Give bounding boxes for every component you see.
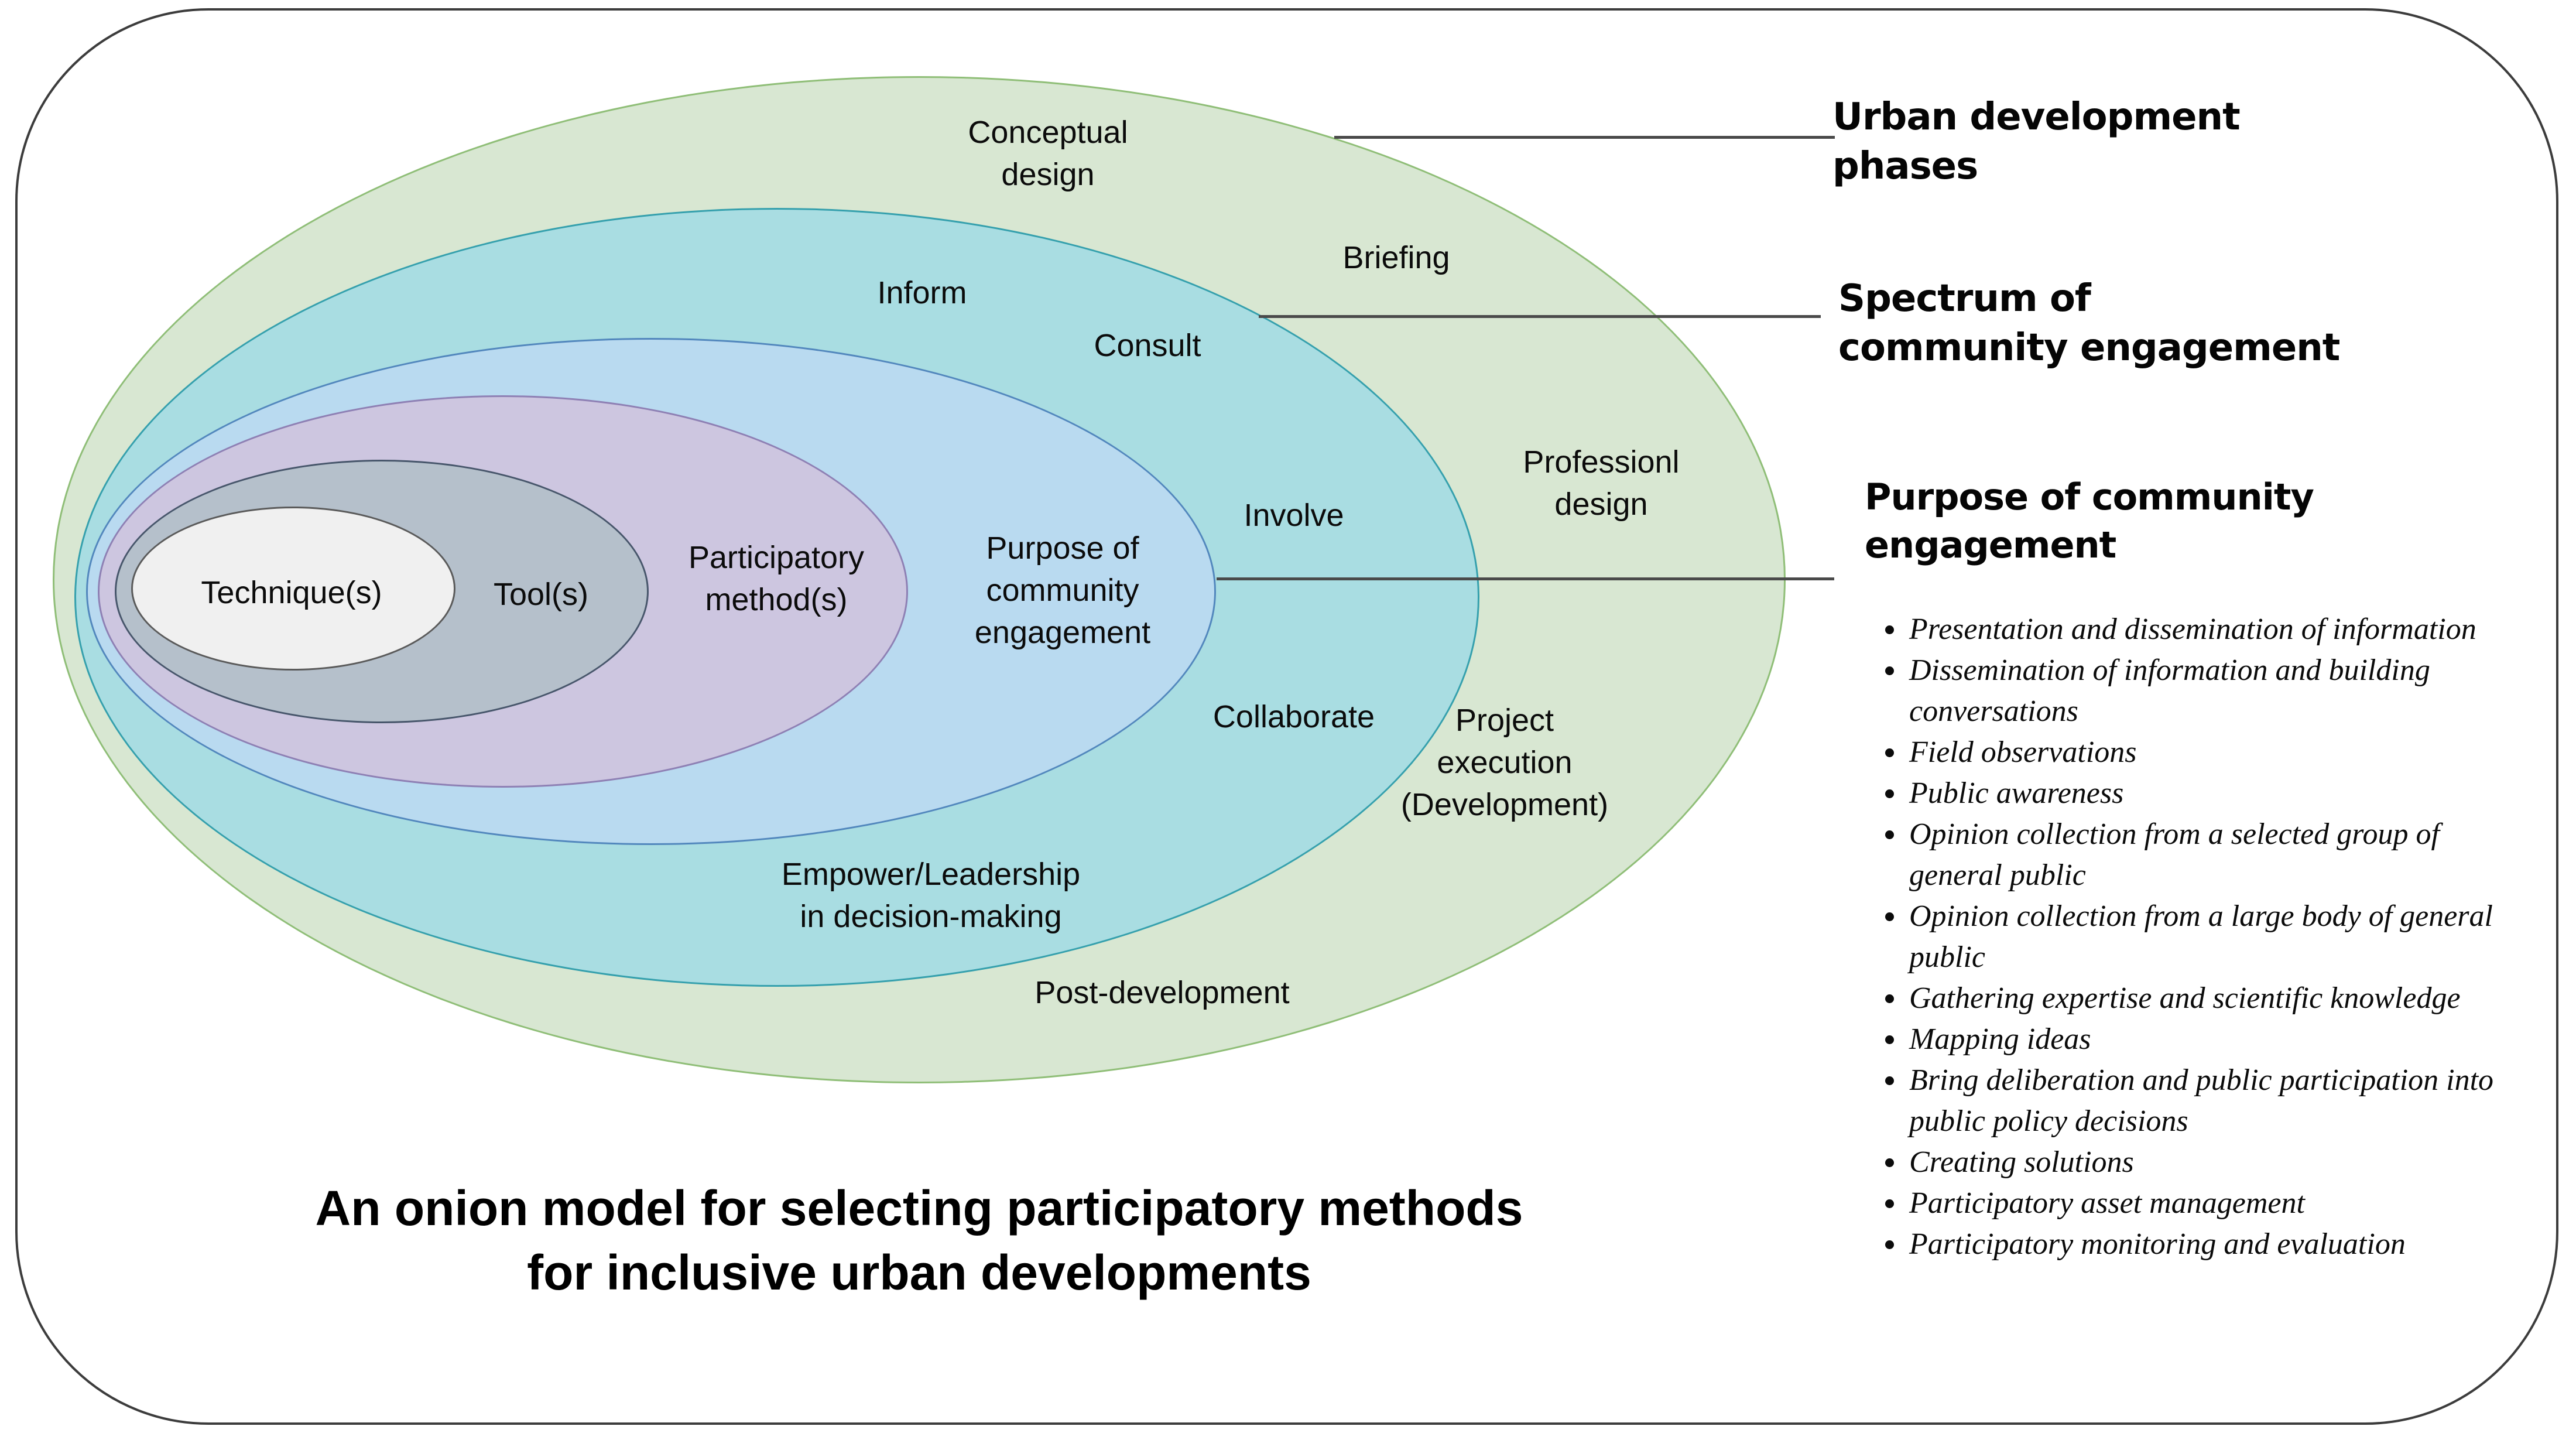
label-inform: Inform (877, 275, 967, 310)
label-purpose-of-community-engagement: Purpose of community engagement (974, 531, 1151, 650)
label-participatory-methods: Participatory method(s) (688, 540, 865, 617)
label-conceptual-design: Conceptual design (968, 115, 1128, 192)
label-post-development: Post-development (1034, 975, 1290, 1010)
label-empower-leadership: Empower/Leadership in decision-making (781, 857, 1081, 934)
purpose-list-item: Bring deliberation and public participat… (1907, 1060, 2506, 1142)
purpose-list-item: Participatory monitoring and evaluation (1907, 1224, 2506, 1265)
purpose-list-item: Creating solutions (1907, 1142, 2506, 1183)
callout-purpose-of-community-engagement-heading: Purpose of community engagement (1865, 476, 2314, 566)
purpose-list-item: Participatory asset management (1907, 1183, 2506, 1224)
connector-purpose-of-community-engagement (1217, 577, 1834, 580)
label-consult: Consult (1094, 328, 1201, 363)
connector-urban-development-phases (1334, 136, 1835, 139)
purpose-list-item: Opinion collection from a large body of … (1907, 896, 2506, 978)
purpose-list-item: Gathering expertise and scientific knowl… (1907, 978, 2506, 1019)
purpose-list-item: Dissemination of information and buildin… (1907, 650, 2506, 732)
label-project-execution: Project execution (Development) (1400, 703, 1609, 822)
figure-rounded-border (15, 8, 2558, 1425)
callout-urban-development-phases: Urban development phases (1832, 95, 2241, 188)
label-briefing: Briefing (1342, 240, 1450, 275)
purpose-list-item: Presentation and dissemination of inform… (1907, 609, 2506, 650)
purpose-list-item: Mapping ideas (1907, 1019, 2506, 1060)
purpose-list-item: Field observations (1907, 732, 2506, 773)
label-involve: Involve (1244, 498, 1344, 533)
label-tools: Tool(s) (493, 577, 589, 612)
purpose-list-item: Public awareness (1907, 773, 2506, 814)
ring-techniques (131, 507, 455, 671)
connector-spectrum-of-community-engagement (1259, 315, 1821, 318)
figure-title: An onion model for selecting participato… (315, 1181, 1523, 1300)
label-collaborate: Collaborate (1212, 699, 1375, 734)
label-professionl-design: Professionl design (1523, 444, 1680, 522)
callout-spectrum-of-community-engagement: Spectrum of community engagement (1838, 277, 2340, 370)
purpose-of-community-engagement-list: Presentation and dissemination of inform… (1865, 609, 2576, 1265)
purpose-list-item: Opinion collection from a selected group… (1907, 814, 2506, 896)
label-techniques: Technique(s) (201, 575, 382, 610)
